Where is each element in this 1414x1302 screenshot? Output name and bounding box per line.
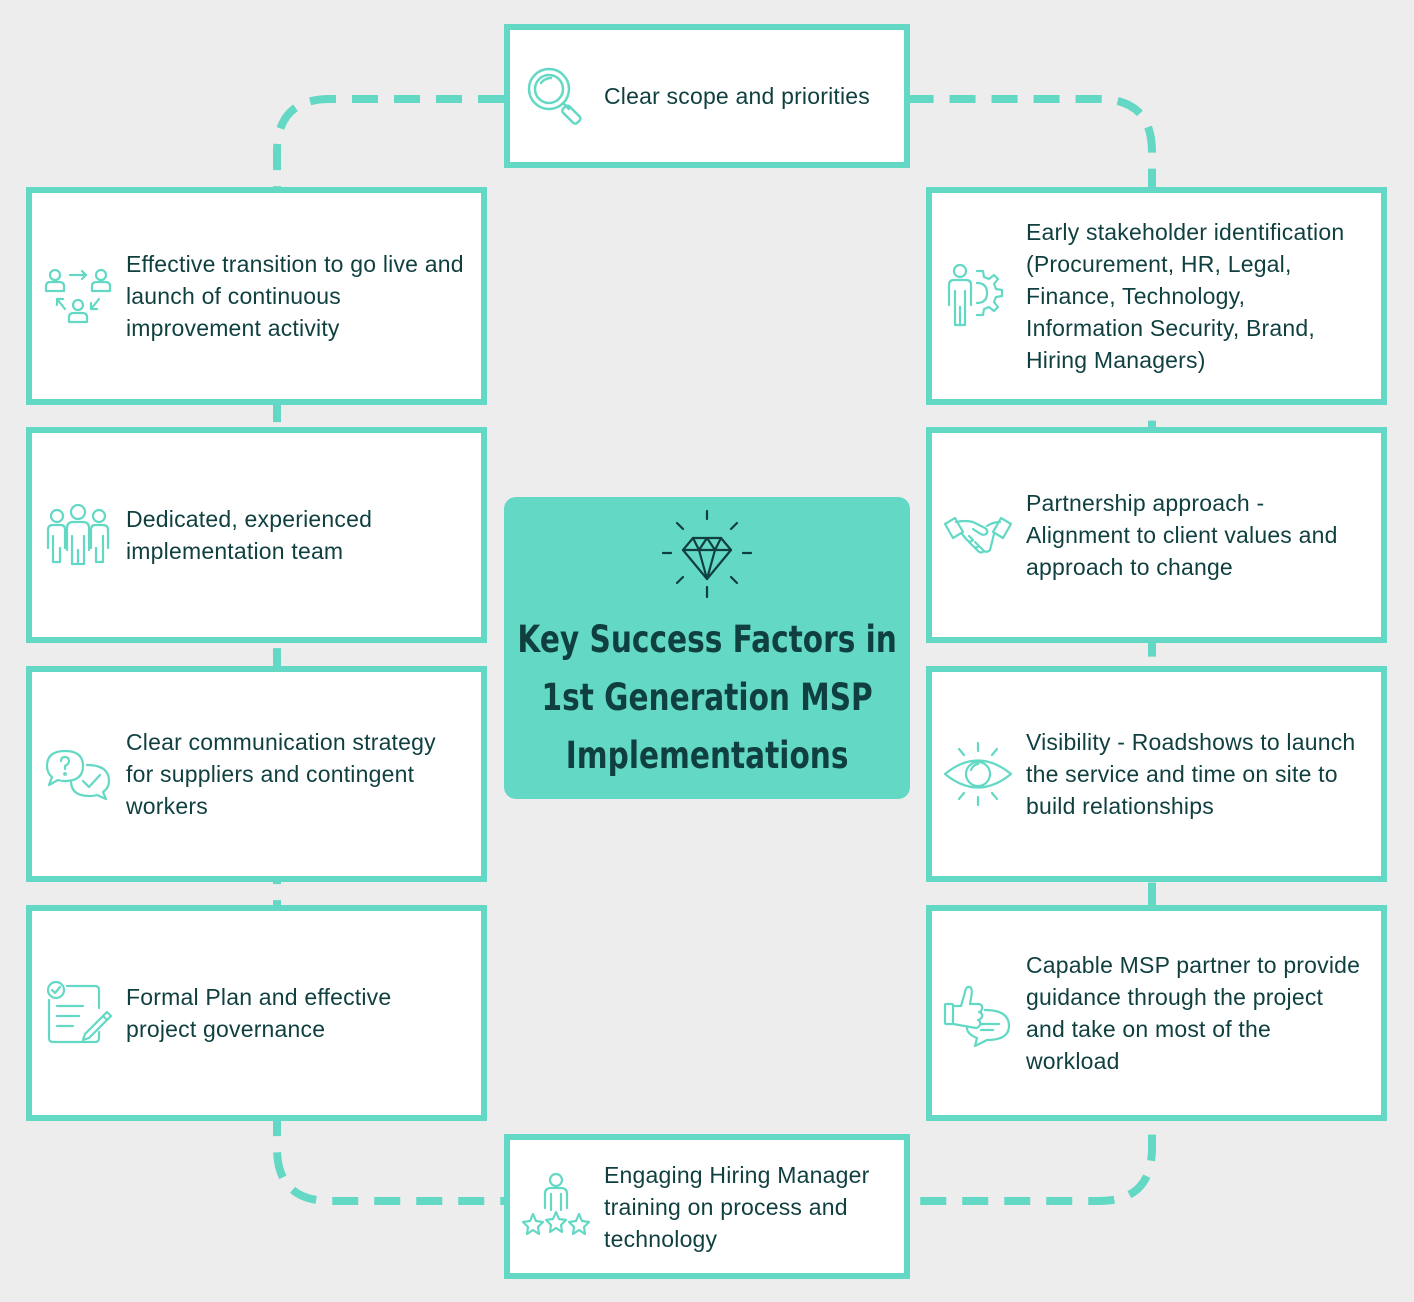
team-icon — [40, 497, 116, 573]
factor-card-visibility: Visibility - Roadshows to launch the ser… — [926, 666, 1387, 882]
diagram-title: Key Success Factors in 1st Generation MS… — [517, 611, 896, 785]
factor-card-hiring-manager: Engaging Hiring Manager training on proc… — [504, 1134, 910, 1279]
checklist-icon — [40, 975, 116, 1051]
factor-text: Visibility - Roadshows to launch the ser… — [1026, 729, 1356, 819]
factor-text: Partnership approach - Alignment to clie… — [1026, 490, 1338, 580]
factor-card-stakeholders: Early stakeholder identification (Procur… — [926, 187, 1387, 405]
person-stars-icon — [518, 1169, 594, 1245]
factor-card-scope: Clear scope and priorities — [504, 24, 910, 168]
diamond-icon — [661, 509, 753, 599]
speech-bubbles-icon — [40, 736, 116, 812]
factor-text: Clear scope and priorities — [604, 83, 870, 109]
title-line: 1st Generation MSP — [541, 676, 873, 719]
title-line: Key Success Factors in — [517, 618, 897, 661]
factor-card-communication: Clear communication strategy for supplie… — [26, 666, 487, 882]
factor-text: Clear communication strategy for supplie… — [126, 729, 436, 819]
factor-text: Engaging Hiring Manager training on proc… — [604, 1161, 870, 1252]
factor-text: Effective transition to go live and laun… — [126, 251, 464, 341]
magnifier-icon — [518, 58, 594, 134]
thumbs-up-chat-icon — [940, 975, 1016, 1051]
eye-icon — [940, 736, 1016, 812]
factor-text: Capable MSP partner to provide guidance … — [1026, 952, 1361, 1074]
factor-text: Dedicated, experienced implementation te… — [126, 506, 373, 564]
factor-text: Formal Plan and effective project govern… — [126, 984, 392, 1042]
factor-text: Early stakeholder identification (Procur… — [1026, 219, 1345, 373]
factor-card-transition: Effective transition to go live and laun… — [26, 187, 487, 405]
factor-card-governance: Formal Plan and effective project govern… — [26, 905, 487, 1121]
central-title-box: Key Success Factors in 1st Generation MS… — [504, 497, 910, 799]
people-cycle-icon — [40, 258, 116, 334]
factor-card-team: Dedicated, experienced implementation te… — [26, 427, 487, 643]
factor-card-msp-partner: Capable MSP partner to provide guidance … — [926, 905, 1387, 1121]
factor-card-partnership: Partnership approach - Alignment to clie… — [926, 427, 1387, 643]
title-line: Implementations — [565, 734, 849, 777]
person-gear-icon — [940, 258, 1016, 334]
handshake-icon — [940, 497, 1016, 573]
